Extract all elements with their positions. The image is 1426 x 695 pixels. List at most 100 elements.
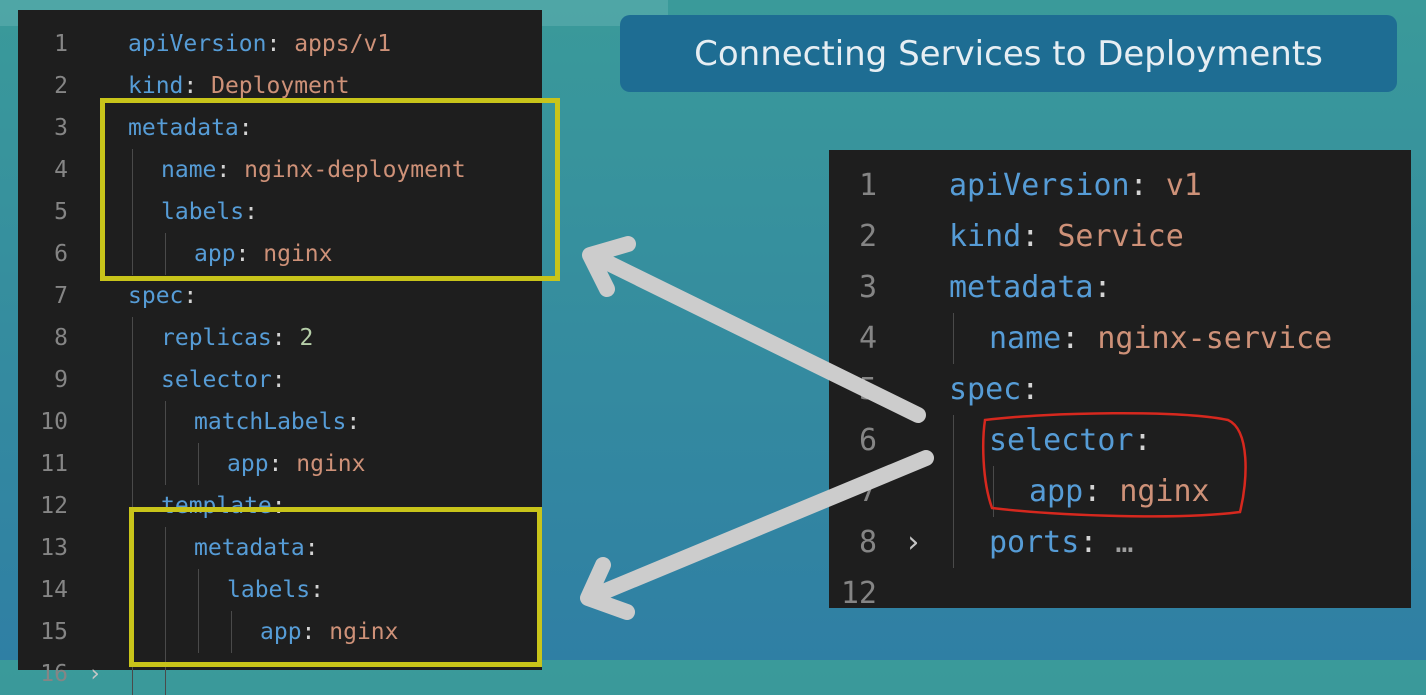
line-number: 11 [40, 451, 68, 477]
code-text: app: nginx [1029, 474, 1210, 509]
code-text: spec: [128, 283, 198, 309]
indent-guide [198, 611, 199, 653]
yaml-value: v1 [1165, 168, 1202, 203]
code-text: replicas: 2 [161, 325, 314, 351]
yaml-key: metadata [128, 115, 239, 141]
indent-guide [165, 401, 166, 443]
code-line: 15 app: nginx [18, 611, 542, 653]
yaml-key: spec [949, 372, 1022, 407]
line-number: 2 [54, 73, 68, 99]
yaml-key: replicas [161, 325, 272, 351]
code-line: 5 labels: [18, 191, 542, 233]
code-line: 12 [829, 568, 1411, 619]
code-line: 1 apiVersion: v1 [829, 160, 1411, 211]
indent-guide [231, 611, 232, 653]
indent-guide [165, 527, 166, 569]
code-text: labels: [161, 199, 258, 225]
indent-guide [132, 149, 133, 191]
line-number: 8 [54, 325, 68, 351]
line-number: 8 [858, 525, 877, 560]
selector-circle [982, 412, 1247, 518]
code-text: matchLabels: [194, 409, 361, 435]
indent-guide [953, 415, 954, 466]
indent-guide [165, 443, 166, 485]
code-text: metadata: [128, 115, 253, 141]
code-text: name: nginx-service [989, 321, 1333, 356]
line-number: 9 [54, 367, 68, 393]
line-number: 12 [40, 493, 68, 519]
code-text: ports: … [989, 525, 1134, 560]
deployment-metadata-highlight [100, 98, 560, 281]
line-number: 6 [858, 423, 877, 458]
line-number: 4 [54, 157, 68, 183]
pod-template-metadata-highlight [129, 507, 542, 667]
indent-guide [132, 233, 133, 275]
code-text: apiVersion: v1 [949, 168, 1202, 203]
yaml-key: kind [128, 73, 184, 99]
line-number: 3 [54, 115, 68, 141]
yaml-key: name [989, 321, 1062, 356]
indent-guide [165, 233, 166, 275]
yaml-key: labels [161, 199, 245, 225]
yaml-value: 2 [299, 325, 314, 351]
indent-guide [132, 653, 133, 695]
yaml-value: nginx [263, 241, 333, 267]
yaml-value: nginx-deployment [244, 157, 466, 183]
indent-guide [132, 317, 133, 359]
indent-guide [198, 443, 199, 485]
line-number: 4 [858, 321, 877, 356]
arrow-head-top-icon [582, 236, 636, 297]
indent-guide [993, 466, 994, 517]
code-text: app: nginx [227, 451, 366, 477]
arrow-head-bottom-icon [580, 557, 635, 620]
yaml-key: name [161, 157, 217, 183]
code-line: 11 app: nginx [18, 443, 542, 485]
indent-guide [132, 485, 133, 527]
yaml-value: nginx-service [1097, 321, 1333, 356]
line-number: 15 [40, 619, 68, 645]
yaml-key: app [227, 451, 269, 477]
line-number: 14 [40, 577, 68, 603]
yaml-key: selector [989, 423, 1134, 458]
code-line: 8 › ports: … [829, 517, 1411, 568]
indent-guide [953, 313, 954, 364]
yaml-key: app [1029, 474, 1084, 509]
indent-guide [198, 569, 199, 611]
yaml-value: Deployment [211, 73, 350, 99]
indent-guide [132, 401, 133, 443]
yaml-key: apiVersion [128, 31, 267, 57]
folded-ellipsis[interactable]: … [1097, 525, 1134, 560]
fold-chevron-icon[interactable]: › [904, 525, 923, 560]
line-number: 1 [858, 168, 877, 203]
code-line: 16 › [18, 653, 542, 695]
yaml-key: template [161, 493, 272, 519]
arrow-to-deployment-labels [590, 250, 926, 423]
code-text: selector: [989, 423, 1152, 458]
yaml-key: app [194, 241, 236, 267]
code-text: name: nginx-deployment [161, 157, 466, 183]
code-text: spec: [949, 372, 1040, 407]
yaml-value: Service [1057, 219, 1184, 254]
line-number: 5 [54, 199, 68, 225]
yaml-key: spec [128, 283, 184, 309]
yaml-value: nginx [1119, 474, 1210, 509]
yaml-key: matchLabels [194, 409, 347, 435]
code-line: 4 name: nginx-deployment [18, 149, 542, 191]
fold-chevron-icon[interactable]: › [88, 661, 102, 687]
code-text: app: nginx [260, 619, 399, 645]
indent-guide [165, 653, 166, 695]
code-text: metadata: [949, 270, 1112, 305]
code-line: 4 name: nginx-service [829, 313, 1411, 364]
line-number: 16 [40, 661, 68, 687]
yaml-key: metadata [194, 535, 305, 561]
